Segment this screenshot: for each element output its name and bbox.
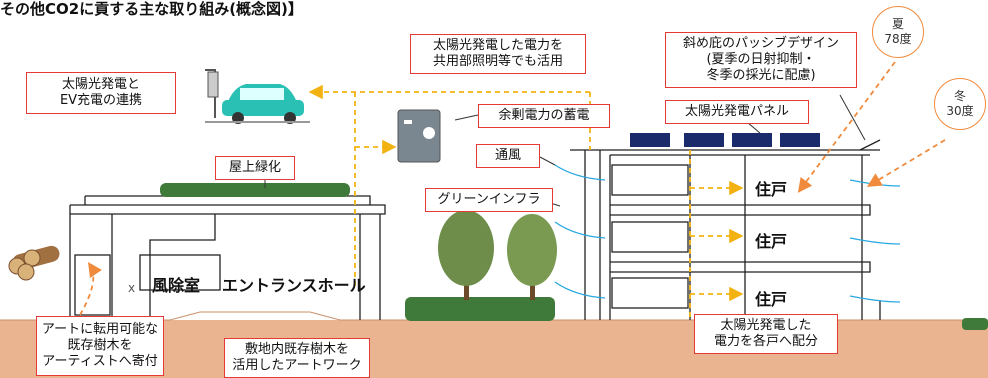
tree-2 (507, 214, 557, 300)
label-common-power: 太陽光発電した電力を共用部照明等でも活用 (410, 34, 586, 74)
label-art-donation: アートに転用可能な既存樹木をアーティストへ寄付 (36, 316, 164, 376)
label-artwork: 敷地内既存樹木を活用したアートワーク (224, 338, 370, 378)
diagram-title: その他CO2に貢する主な取り組み(概念図)】 (0, 0, 303, 18)
label-ventilation: 通風 (476, 144, 540, 168)
ground-hedge (405, 297, 555, 321)
battery-icon (397, 109, 441, 163)
room-entrance-hall: エントランスホール (222, 276, 366, 295)
label-green-infra: グリーンインフラ (425, 188, 553, 212)
residential-building (570, 139, 881, 320)
logs-icon (8, 245, 60, 281)
svg-text:x: x (128, 281, 135, 295)
solar-panels (630, 133, 820, 147)
wind-flow (554, 164, 901, 303)
label-passive-design: 斜め庇のパッシブデザイン(夏季の日射抑制・冬季の採光に配慮) (665, 32, 857, 88)
rooftop-hedge (160, 183, 350, 197)
room-unit-3f: 住戸 (755, 180, 788, 199)
label-rooftop-greening: 屋上緑化 (215, 156, 295, 180)
sun-angle-arrows (79, 61, 946, 316)
room-unit-1f: 住戸 (755, 290, 788, 309)
label-storage: 余剰電力の蓄電 (478, 104, 610, 128)
ev-car-icon (205, 69, 310, 124)
label-power-distribution: 太陽光発電した電力を各戸へ配分 (694, 314, 838, 354)
tree-1 (438, 210, 494, 300)
entrance-building (69, 195, 386, 320)
room-windbreak: 風除室 (152, 276, 201, 295)
label-solar-panel: 太陽光発電パネル (665, 100, 809, 124)
room-unit-2f: 住戸 (755, 232, 788, 251)
